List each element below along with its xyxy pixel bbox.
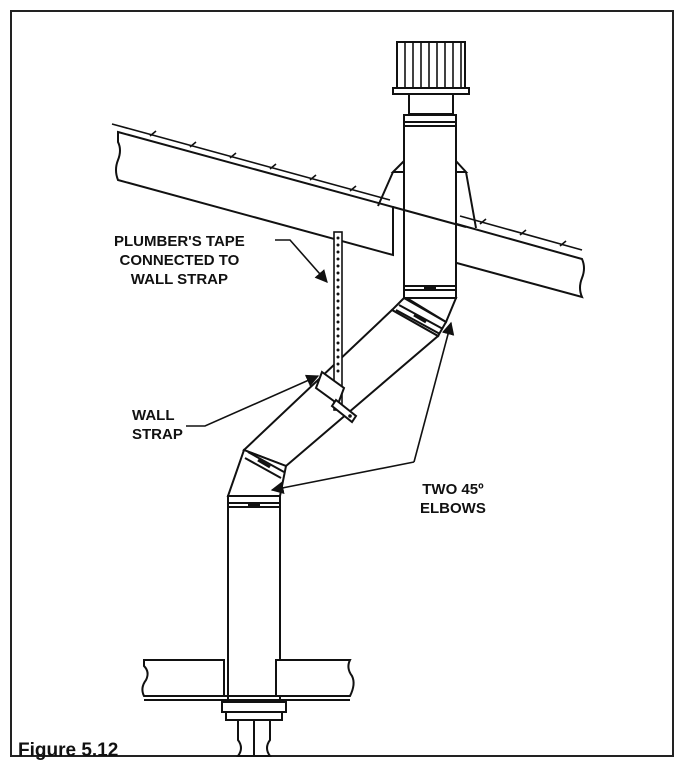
vent-cap-collar bbox=[408, 93, 454, 115]
wall-strap-label: WALL STRAP bbox=[132, 406, 183, 444]
figure-caption: Figure 5.12 bbox=[18, 740, 119, 761]
vent-cap-top bbox=[396, 41, 466, 93]
elbows-label-line-1: TWO 45º bbox=[422, 481, 484, 498]
wall-strap-label-line-2: STRAP bbox=[132, 426, 183, 443]
plumbers-tape-label: PLUMBER'S TAPE CONNECTED TO WALL STRAP bbox=[114, 232, 245, 289]
lower-vertical-pipe bbox=[227, 495, 281, 705]
roof bbox=[115, 130, 585, 299]
connector-pipe bbox=[236, 719, 272, 757]
ceiling bbox=[141, 659, 355, 701]
vent-cap bbox=[392, 41, 470, 115]
wall-strap bbox=[314, 370, 358, 424]
leader-lines bbox=[186, 239, 455, 495]
plumbers-tape-label-line-2: CONNECTED TO bbox=[119, 252, 240, 269]
roof-crossing bbox=[392, 206, 467, 228]
tape-leader bbox=[275, 239, 328, 283]
roof-right-section bbox=[452, 221, 585, 299]
tape-perforations bbox=[336, 236, 340, 373]
hidden-pipe-lines bbox=[403, 172, 457, 286]
ceiling-support bbox=[221, 701, 287, 721]
shingles bbox=[111, 123, 583, 251]
plumbers-tape-label-line-3: WALL STRAP bbox=[130, 271, 229, 288]
upper-elbow bbox=[390, 296, 458, 338]
elbows-label: TWO 45º ELBOWS bbox=[420, 480, 486, 518]
wall-strap-label-line-1: WALL bbox=[132, 407, 175, 424]
upper-vertical-pipe bbox=[403, 114, 457, 299]
ceiling-left bbox=[141, 659, 225, 697]
ceiling-right bbox=[275, 659, 355, 697]
elbow-leader-upper bbox=[413, 321, 455, 463]
plumbers-tape-label-line-1: PLUMBER'S TAPE bbox=[114, 233, 245, 250]
elbows-label-line-2: ELBOWS bbox=[420, 500, 486, 517]
elbow-leader-lower bbox=[270, 461, 415, 495]
strap-leader bbox=[186, 374, 320, 427]
flashing-cone bbox=[377, 171, 477, 229]
roof-left-section bbox=[115, 130, 394, 257]
